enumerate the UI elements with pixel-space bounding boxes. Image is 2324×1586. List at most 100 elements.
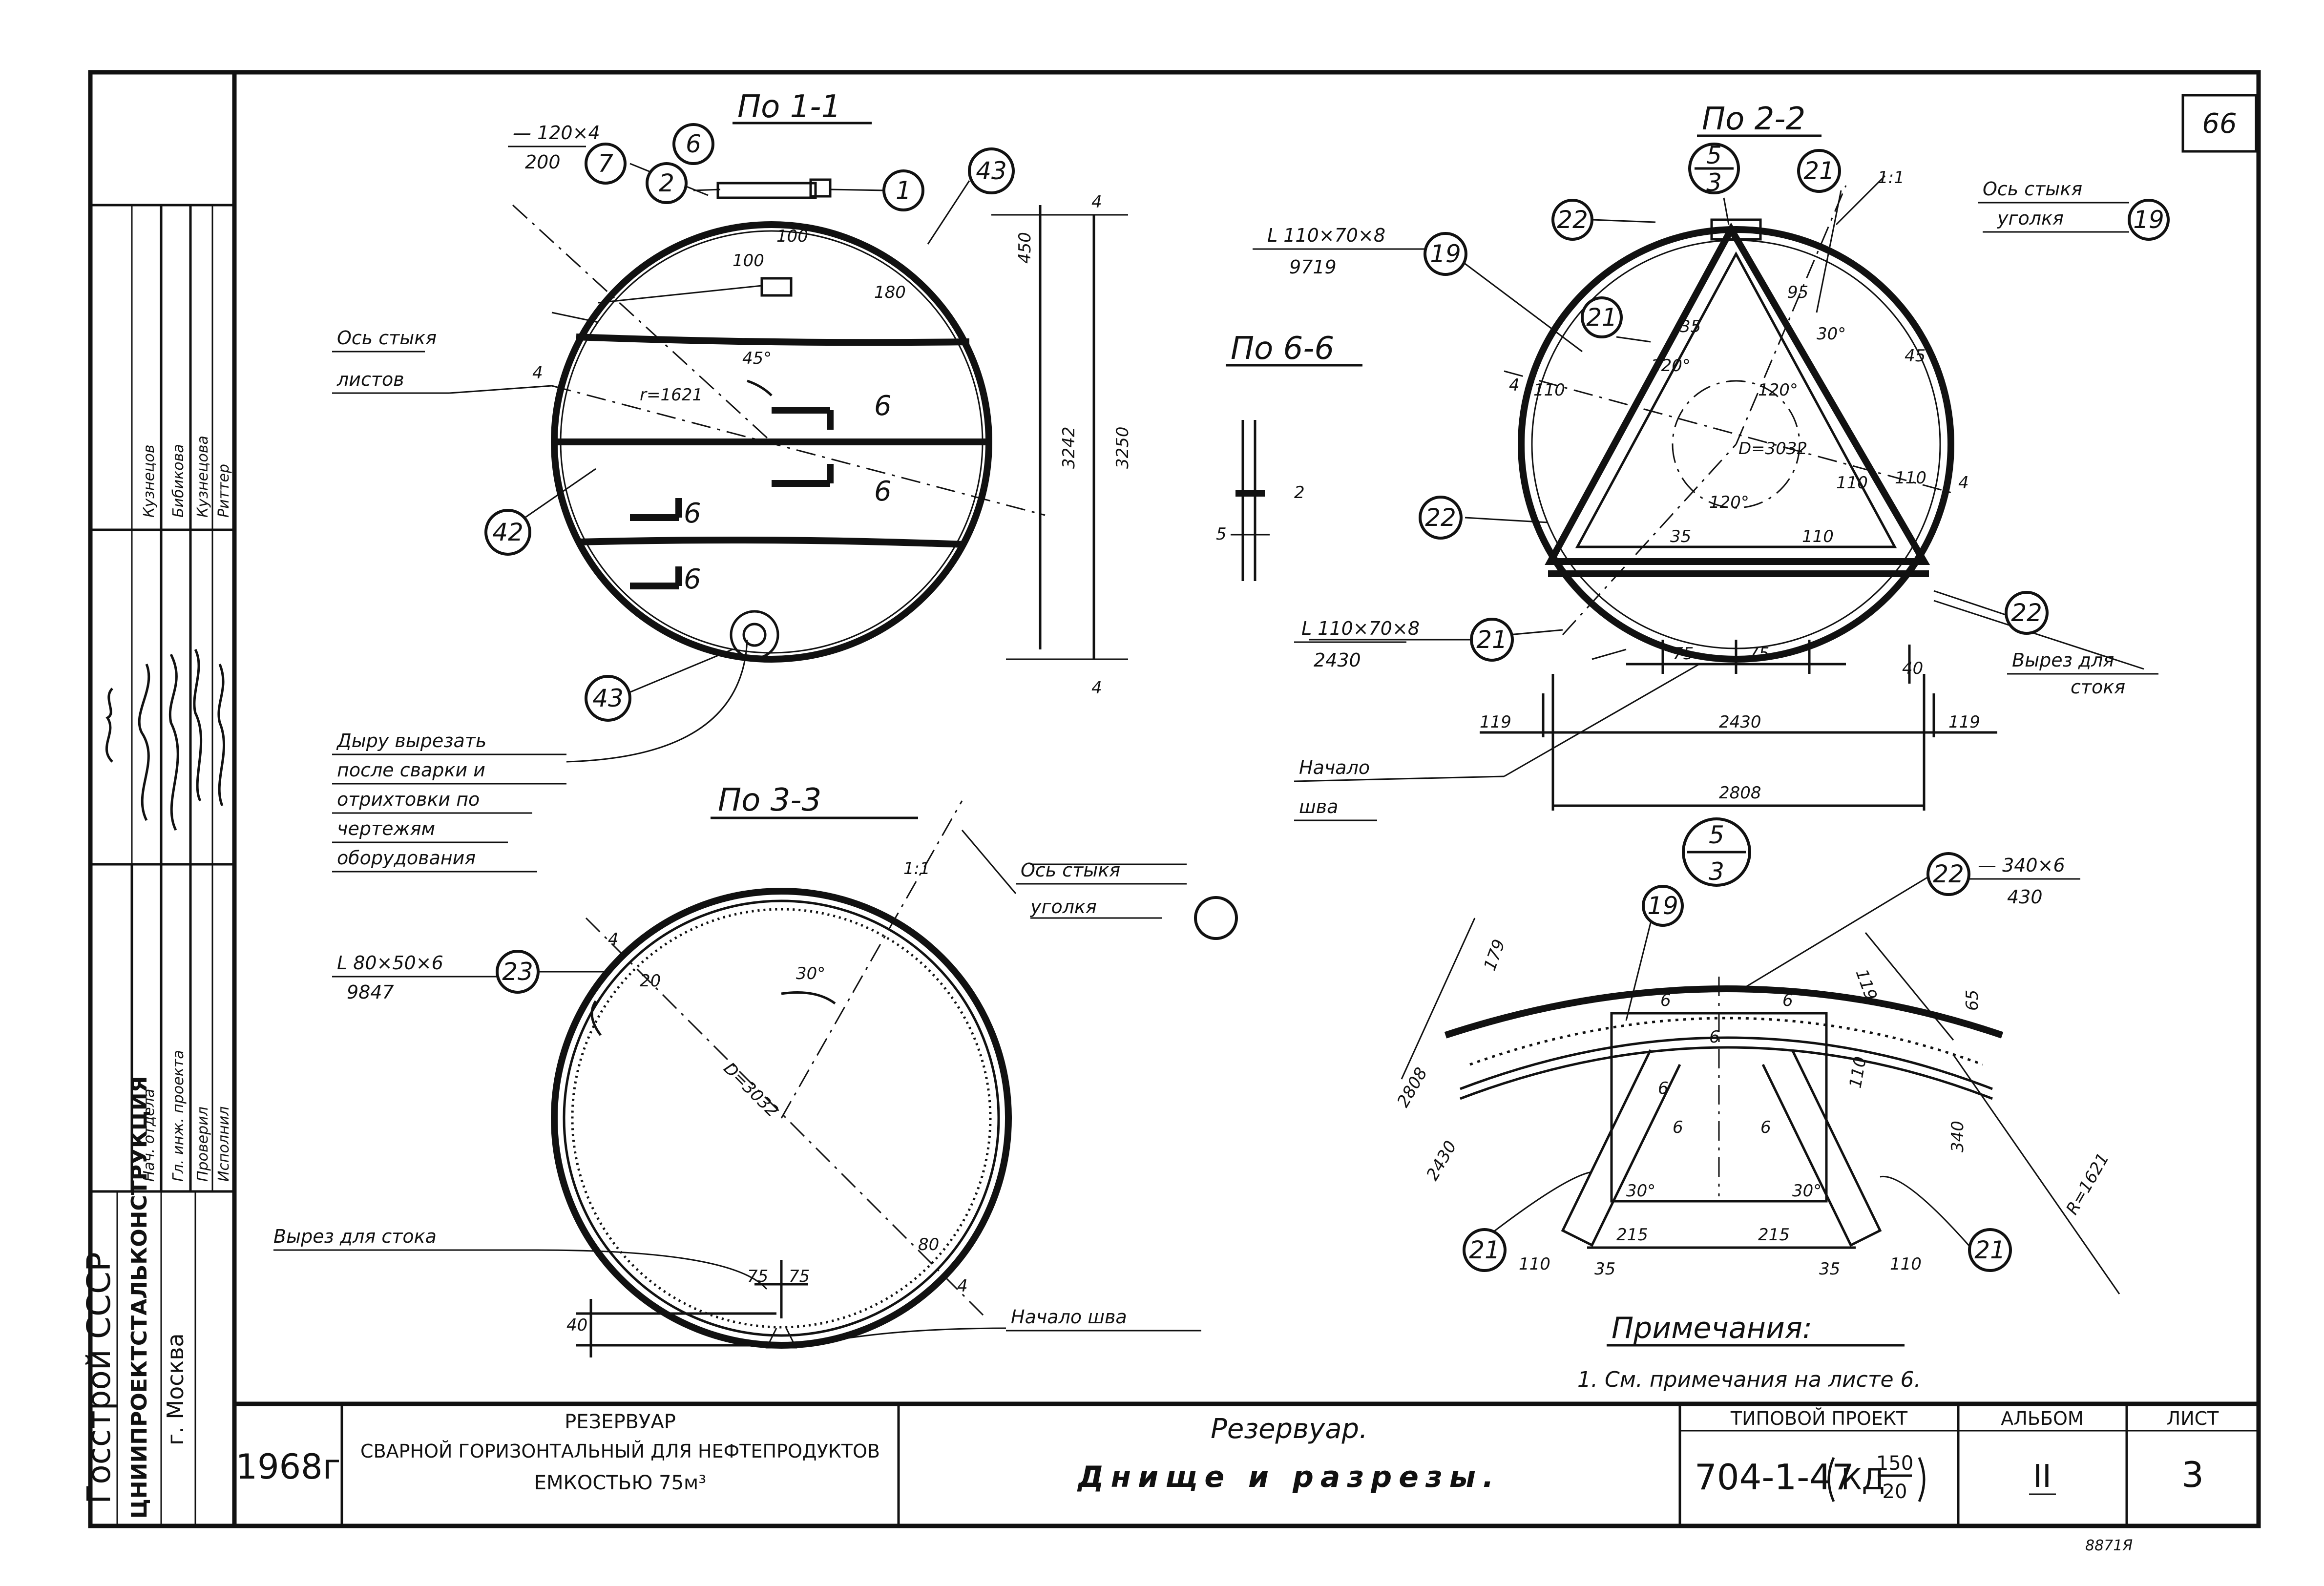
tb-album-value: II: [2033, 1459, 2052, 1495]
svg-text:19: 19: [1430, 240, 1461, 268]
signature-2: [168, 653, 179, 831]
svg-text:22: 22: [1557, 206, 1588, 234]
svg-text:75: 75: [789, 1267, 810, 1286]
view-6-6-title: По 6-6: [1231, 331, 1334, 367]
svg-text:6: 6: [684, 498, 701, 529]
svg-text:35: 35: [1680, 317, 1701, 336]
svg-text:30°: 30°: [796, 964, 825, 983]
svg-text:179: 179: [1480, 937, 1509, 973]
svg-text:119: 119: [1948, 712, 1980, 732]
svg-text:21: 21: [1803, 157, 1835, 185]
svg-text:30°: 30°: [1792, 1181, 1822, 1201]
svg-text:6: 6: [686, 130, 701, 158]
svg-text:30°: 30°: [1626, 1181, 1655, 1201]
svg-text:75: 75: [1748, 644, 1769, 664]
svg-text:2808: 2808: [1393, 1064, 1431, 1111]
svg-text:110: 110: [1890, 1254, 1922, 1274]
svg-text:21: 21: [1476, 626, 1507, 654]
svg-text:D=3032: D=3032: [720, 1059, 782, 1121]
svg-text:Ось стыкя: Ось стыкя: [1983, 178, 2082, 200]
svg-text:110: 110: [1802, 527, 1834, 546]
svg-text:7: 7: [598, 149, 613, 178]
org-gosstroy: Госстрой СССР: [80, 1252, 118, 1504]
tb-object-3: ЕМКОСТЬЮ 75м³: [534, 1472, 706, 1494]
svg-text:20: 20: [1883, 1481, 1907, 1503]
svg-text:110: 110: [1519, 1254, 1550, 1274]
svg-text:4: 4: [1509, 376, 1520, 395]
svg-text:340: 340: [1948, 1121, 1968, 1152]
svg-text:Вырез для стока: Вырез для стока: [273, 1226, 437, 1247]
svg-text:— 340×6: — 340×6: [1978, 855, 2065, 876]
svg-text:Нач. отдела: Нач. отдела: [141, 1089, 158, 1182]
svg-text:80: 80: [918, 1235, 939, 1254]
svg-text:150: 150: [1876, 1452, 1913, 1475]
svg-text:5: 5: [1216, 524, 1227, 544]
svg-text:Начало: Начало: [1299, 757, 1370, 778]
svg-text:110: 110: [1845, 1055, 1870, 1090]
svg-text:4: 4: [957, 1276, 968, 1296]
view-6-6: По 6-6 2 5: [1216, 331, 1362, 581]
tb-sheet-label: ЛИСТ: [2167, 1408, 2219, 1429]
svg-text:Ось стыкя: Ось стыкя: [337, 327, 437, 349]
svg-text:3: 3: [1706, 168, 1722, 197]
svg-text:r=1621: r=1621: [640, 385, 703, 405]
svg-text:42: 42: [492, 518, 523, 546]
svg-text:6: 6: [874, 390, 892, 422]
org-city: г. Москва: [162, 1333, 188, 1445]
view-2-2: По 2-2 4 110 35 95 30° 45° 120° 120° 120…: [1253, 101, 2170, 821]
svg-text:215: 215: [1616, 1225, 1648, 1245]
svg-text:Вырез для: Вырез для: [2012, 649, 2114, 671]
svg-text:L 110×70×8: L 110×70×8: [1301, 618, 1420, 639]
svg-text:4: 4: [1091, 192, 1102, 212]
svg-text:Кузнецова: Кузнецова: [194, 436, 211, 518]
svg-text:120°: 120°: [1758, 380, 1798, 400]
svg-text:21: 21: [1469, 1236, 1500, 1264]
svg-text:110: 110: [1836, 473, 1868, 493]
svg-text:20: 20: [640, 971, 661, 991]
svg-text:L 110×70×8: L 110×70×8: [1267, 225, 1385, 246]
svg-text:4: 4: [1091, 678, 1102, 698]
svg-text:450: 450: [1015, 232, 1035, 264]
signature-3: [193, 648, 203, 802]
tb-object-1: РЕЗЕРВУАР: [565, 1411, 676, 1433]
svg-text:2808: 2808: [1719, 783, 1761, 803]
svg-text:4: 4: [1958, 473, 1969, 493]
svg-text:100: 100: [776, 227, 808, 246]
svg-text:9847: 9847: [347, 981, 394, 1003]
tb-project-label: ТИПОВОЙ ПРОЕКТ: [1730, 1408, 1908, 1429]
svg-text:430: 430: [2007, 886, 2043, 908]
svg-text:Кузнецов: Кузнецов: [141, 444, 158, 518]
svg-text:3242: 3242: [1059, 426, 1079, 469]
svg-text:180: 180: [874, 283, 906, 302]
view-1-1-title: По 1-1: [737, 89, 841, 125]
svg-text:4: 4: [532, 363, 543, 383]
svg-text:Исполнил: Исполнил: [215, 1106, 232, 1182]
svg-text:1:1: 1:1: [1878, 168, 1905, 188]
svg-text:45°: 45°: [1905, 346, 1934, 366]
svg-text:оборудования: оборудования: [337, 847, 476, 869]
svg-text:95: 95: [1787, 283, 1808, 302]
svg-text:4: 4: [608, 930, 619, 949]
detail-5-3: 5 3 179 119 65 2808 2430 110 340 6 6 6 6…: [1393, 817, 2120, 1294]
svg-text:43: 43: [592, 684, 624, 712]
svg-text:6: 6: [684, 563, 701, 595]
tb-year: 1968г: [236, 1447, 341, 1487]
svg-text:3: 3: [1709, 857, 1724, 886]
svg-text:2: 2: [659, 169, 674, 197]
svg-text:6: 6: [1760, 1118, 1771, 1137]
svg-text:22: 22: [1933, 860, 1964, 888]
svg-text:120°: 120°: [1651, 356, 1691, 376]
svg-text:40: 40: [1902, 659, 1923, 678]
signature-1: [138, 664, 150, 821]
svg-text:шва: шва: [1299, 796, 1338, 817]
svg-text:23: 23: [502, 958, 533, 986]
tb-sheet-value: 3: [2181, 1454, 2204, 1495]
view-2-2-title: По 2-2: [1702, 101, 1805, 137]
svg-text:Дыру вырезать: Дыру вырезать: [336, 730, 486, 751]
svg-text:D=3032: D=3032: [1738, 439, 1807, 459]
svg-text:35: 35: [1670, 527, 1691, 546]
svg-text:2430: 2430: [1314, 649, 1361, 671]
svg-text:22: 22: [2011, 599, 2042, 627]
svg-text:листов: листов: [336, 369, 404, 390]
